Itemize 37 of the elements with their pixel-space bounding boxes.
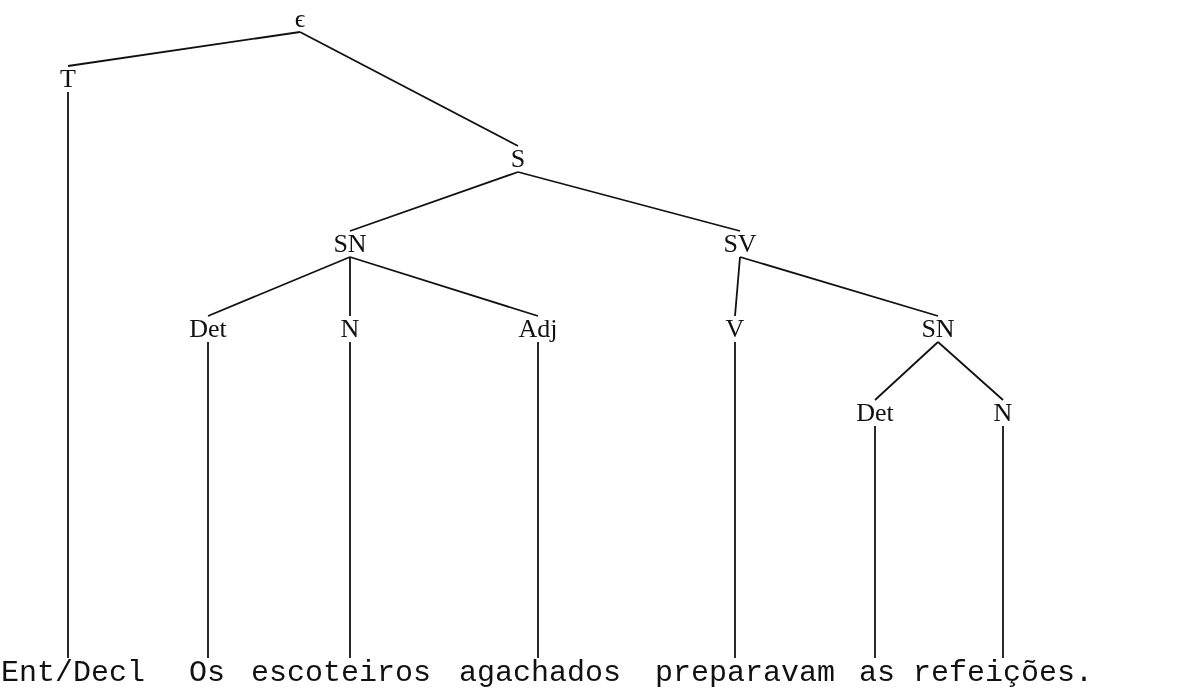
tree-branch-line (874, 425, 876, 659)
terminal-word: as (858, 656, 896, 690)
tree-branch-line (734, 256, 741, 317)
tree-branch-line (349, 256, 539, 317)
category-label: Adj (517, 314, 559, 344)
tree-branch-line (207, 341, 209, 659)
tree-branch-line (67, 91, 69, 659)
category-label: N (992, 398, 1014, 428)
tree-branch-line (67, 31, 301, 67)
terminal-word: refeições. (912, 656, 1095, 690)
terminal-word: escoteiros (250, 656, 433, 690)
tree-branch-line (739, 256, 939, 317)
tree-branch-line (937, 341, 1004, 401)
category-label: Det (188, 314, 228, 344)
category-label: Det (855, 398, 895, 428)
tree-branch-line (517, 171, 741, 232)
terminal-word: preparavam (654, 656, 837, 690)
tree-branch-line (299, 31, 519, 147)
tree-branch-line (349, 171, 519, 232)
tree-branch-line (734, 341, 736, 659)
category-label: SN (332, 229, 368, 259)
terminal-word: Ent/Decl (0, 656, 147, 690)
tree-branch-line (207, 256, 351, 317)
category-label: S (509, 144, 527, 174)
tree-branch-line (349, 256, 351, 317)
category-label: ϵ (293, 4, 307, 34)
category-label: SN (920, 314, 956, 344)
category-label: SV (722, 229, 758, 259)
terminal-word: Os (188, 656, 226, 690)
category-label: N (339, 314, 361, 344)
tree-branch-line (1002, 425, 1004, 659)
tree-branch-line (349, 341, 351, 659)
tree-branch-line (874, 341, 939, 401)
terminal-word: agachados (458, 656, 623, 690)
category-label: T (59, 64, 77, 94)
tree-branch-line (537, 341, 539, 659)
category-label: V (724, 314, 746, 344)
